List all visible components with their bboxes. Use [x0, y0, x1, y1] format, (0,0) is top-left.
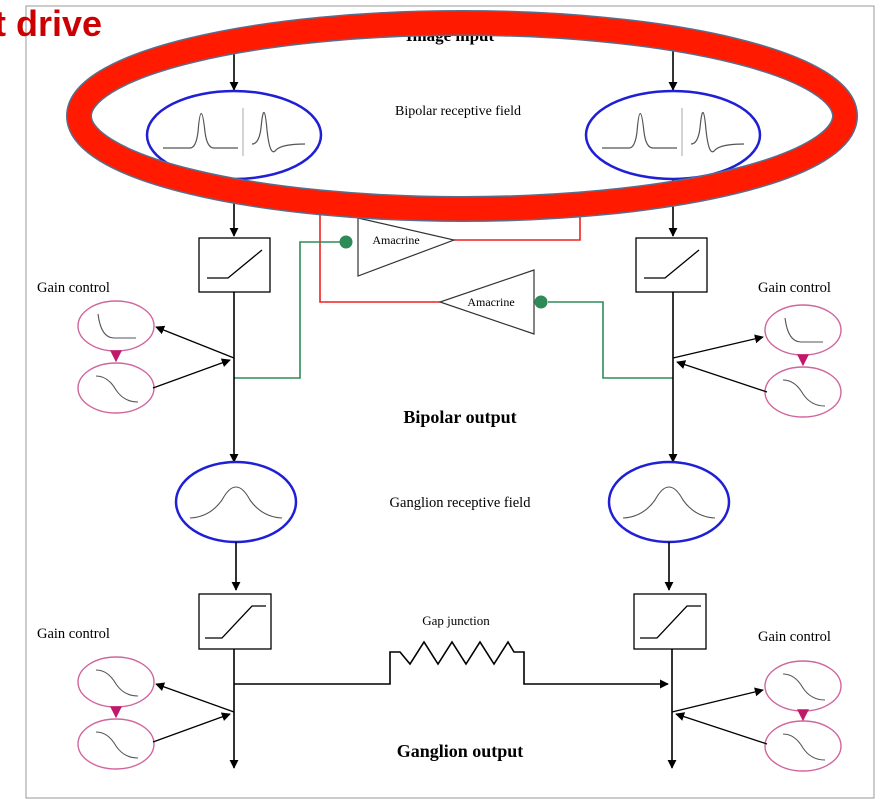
ganglion-output-label: Ganglion output — [397, 741, 524, 761]
gap-junction-label: Gap junction — [422, 613, 490, 628]
highlight-ring — [66, 10, 858, 222]
gain-control-top-left — [77, 300, 235, 414]
ganglion-rf-label: Ganglion receptive field — [390, 495, 532, 511]
figure-frame — [25, 5, 875, 799]
bipolar-nonlinearity-left — [198, 237, 271, 293]
gain-control-label-bl: Gain control — [37, 626, 110, 642]
gain-control-top-right — [672, 304, 842, 418]
amacrine-cell-left: Amacrine — [339, 217, 457, 277]
bipolar-output-label: Bipolar output — [403, 407, 516, 427]
ganglion-nonlinearity-right — [633, 593, 707, 650]
excitatory-path-right — [548, 301, 673, 379]
ganglion-nonlinearity-left — [198, 593, 272, 650]
ganglion-rf-left — [174, 460, 298, 544]
gain-control-label-tr: Gain control — [758, 280, 831, 296]
bipolar-rf-label: Bipolar receptive field — [395, 104, 521, 119]
gain-control-bottom-left — [77, 656, 235, 770]
amacrine-label-right: Amacrine — [467, 295, 514, 309]
amacrine-cell-right: Amacrine — [438, 269, 548, 335]
overlay-title: t drive — [0, 3, 102, 44]
excitatory-path-left — [234, 241, 344, 379]
gain-control-label-br: Gain control — [758, 629, 831, 645]
ganglion-rf-right — [607, 460, 731, 544]
gap-junction-resistor — [234, 640, 669, 689]
gain-control-bottom-right — [671, 660, 842, 772]
bipolar-rf-right — [584, 89, 762, 181]
bipolar-nonlinearity-right — [635, 237, 708, 293]
gain-control-label-tl: Gain control — [37, 280, 110, 296]
amacrine-label-left: Amacrine — [372, 233, 419, 247]
